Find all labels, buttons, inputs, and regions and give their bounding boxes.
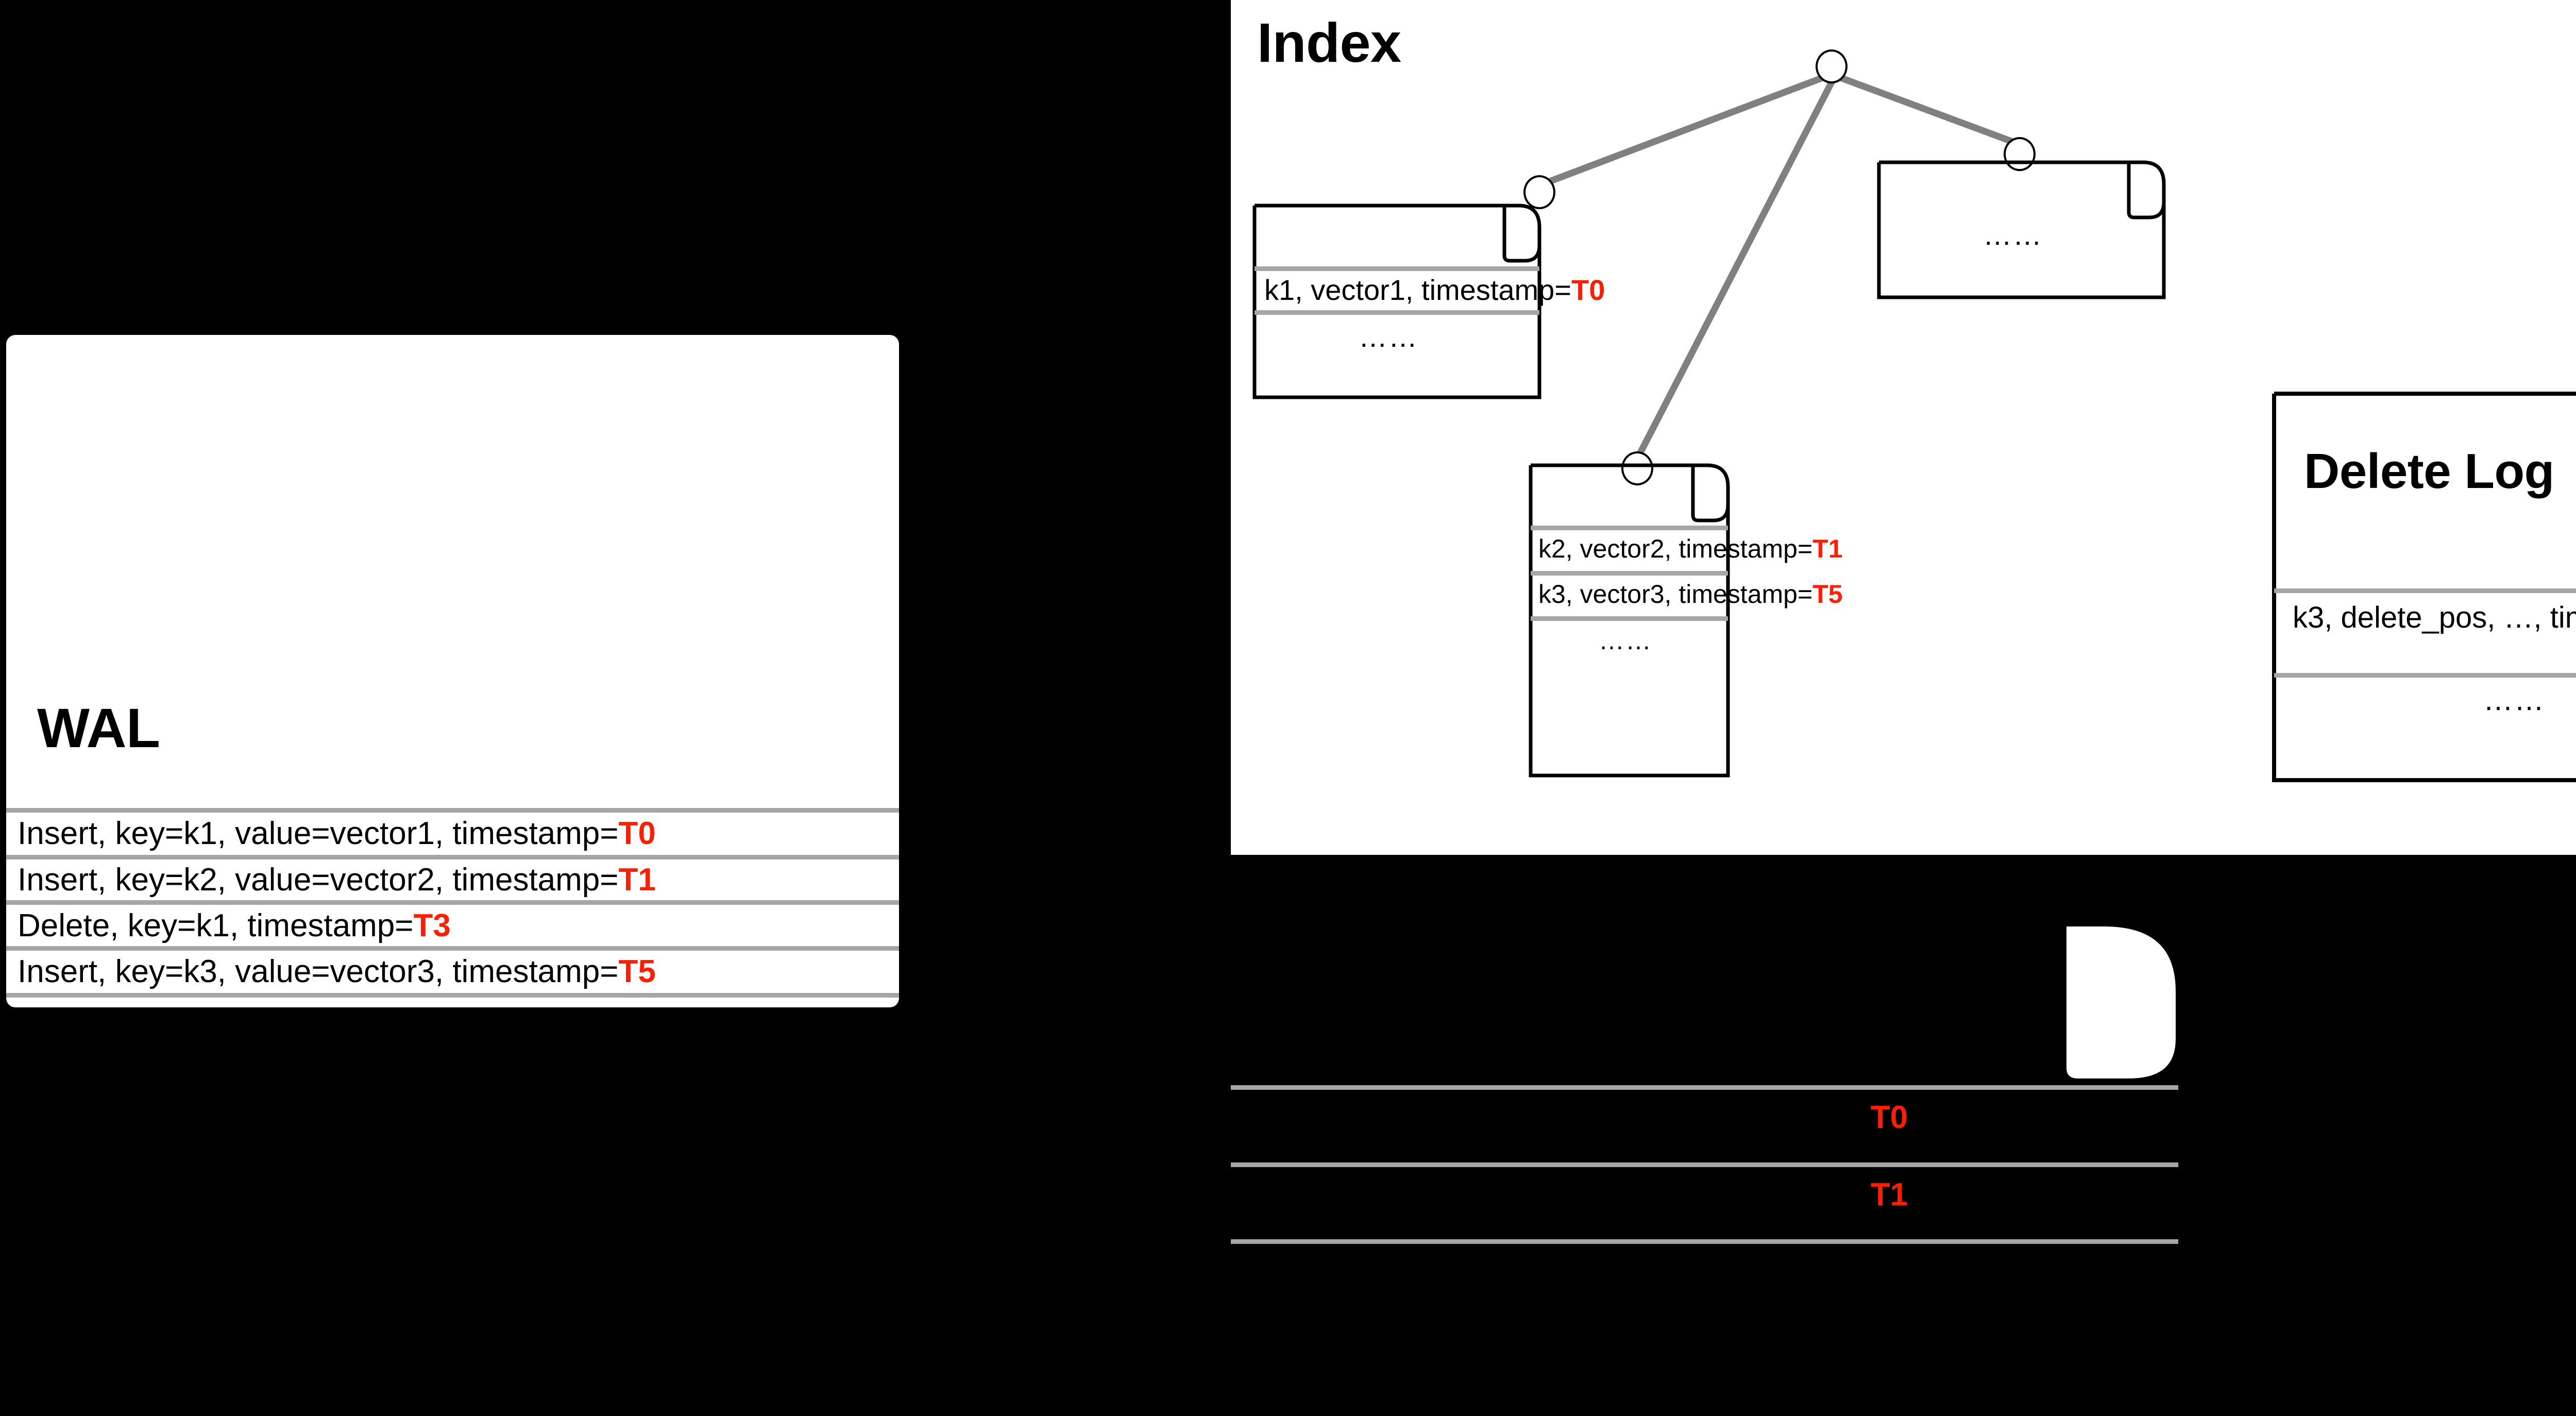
bin-log-title: Bin Log <box>1240 940 1437 1000</box>
bin-log-row: Op=Insert, execution_time=3,…,timestamp=… <box>1245 1102 1908 1134</box>
index-card-separator <box>1531 616 1728 621</box>
index-card-separator <box>1531 526 1728 530</box>
index-card-row-timestamp: T5 <box>1812 580 1843 609</box>
wal-row-text: Insert, key=k1, value=vector1, timestamp… <box>18 816 619 851</box>
index-card-row-text: k1, vector1, timestamp= <box>1264 274 1572 306</box>
index-card-separator <box>1255 310 1539 315</box>
wal-row: Insert, key=k1, value=vector1, timestamp… <box>18 818 656 850</box>
index-card-more-ellipsis: …… <box>1599 626 1652 655</box>
index-leaf-card-empty: …… <box>1877 160 2172 300</box>
delete-log-title: Delete Log <box>2304 444 2554 499</box>
bin-log-row-text: Op=Insert, execution_time=3,…,timestamp= <box>1245 1100 1871 1135</box>
wal-separator-0 <box>6 808 899 813</box>
wal-row: Insert, key=k2, value=vector2, timestamp… <box>18 864 656 896</box>
wal-panel: WAL Insert, key=k1, value=vector1, times… <box>6 335 899 1033</box>
index-leaf-card-k2-k3: k2, vector2, timestamp=T1 k3, vector3, t… <box>1529 463 1843 779</box>
delete-log-row: k3, delete_pos, …, timestamp=T3 <box>2293 603 2576 633</box>
wal-row-timestamp: T1 <box>618 862 656 898</box>
index-leaf-node-right[interactable] <box>2004 137 2036 171</box>
bin-log-row-timestamp: T1 <box>1870 1177 1908 1212</box>
wal-row-timestamp: T5 <box>618 954 656 989</box>
index-card-row: k1, vector1, timestamp=T0 <box>1264 276 1605 305</box>
index-title: Index <box>1257 11 1401 74</box>
wal-row-timestamp: T0 <box>618 816 656 851</box>
index-card-separator <box>1531 571 1728 576</box>
wal-row-text: Delete, key=k1, timestamp= <box>18 908 414 943</box>
index-leaf-node-bottom[interactable] <box>1621 451 1653 485</box>
index-leaf-node-left[interactable] <box>1523 175 1555 209</box>
delete-log-separator <box>2274 673 2576 678</box>
wal-row-text: Insert, key=k3, value=vector3, timestamp… <box>18 954 619 989</box>
delete-log-card: Delete Log k3, delete_pos, …, timestamp=… <box>2272 392 2576 784</box>
delete-log-more-ellipsis: …… <box>2483 683 2545 717</box>
index-card-row-timestamp: T0 <box>1571 274 1605 306</box>
bin-log-row-timestamp: T0 <box>1870 1100 1908 1135</box>
wal-separator-1 <box>6 855 899 859</box>
wal-title: WAL <box>37 697 160 759</box>
wal-row-text: Insert, key=k2, value=vector2, timestamp… <box>18 862 619 898</box>
index-root-node[interactable] <box>1816 49 1848 83</box>
wal-separator-4 <box>6 993 899 998</box>
bin-log-more-ellipsis: …… <box>1245 1252 1311 1287</box>
bin-log-separator <box>1231 1239 2178 1244</box>
bin-log-row: Op=Insert, execution_time=5,…,timestamp=… <box>1245 1179 1908 1211</box>
index-card-row-text: k2, vector2, timestamp= <box>1538 534 1813 563</box>
delete-log-separator <box>2274 588 2576 593</box>
bin-log-separator <box>1231 1085 2178 1090</box>
index-card-separator <box>1255 266 1539 271</box>
index-card-more-ellipsis: …… <box>1983 218 2043 251</box>
wal-row-timestamp: T3 <box>413 908 451 943</box>
wal-row: Insert, key=k3, value=vector3, timestamp… <box>18 956 656 988</box>
index-leaf-card-k1: k1, vector1, timestamp=T0 …… <box>1252 204 1605 399</box>
bin-log-row-text: Op=Insert, execution_time=5,…,timestamp= <box>1245 1177 1871 1212</box>
wal-separator-2 <box>6 900 899 905</box>
index-card-row-timestamp: T1 <box>1812 534 1843 563</box>
wal-more-ellipsis: …… <box>18 999 83 1034</box>
delete-log-row-text: k3, delete_pos, …, timestamp= <box>2293 601 2576 634</box>
wal-separator-3 <box>6 946 899 951</box>
bin-log-separator <box>1231 1162 2178 1167</box>
wal-row: Delete, key=k1, timestamp=T3 <box>18 910 451 942</box>
bin-log-card: Bin Log Op=Insert, execution_time=3,…,ti… <box>1228 921 2183 1405</box>
index-card-row: k3, vector3, timestamp=T5 <box>1538 581 1843 607</box>
index-card-more-ellipsis: …… <box>1359 321 1418 353</box>
index-card-row: k2, vector2, timestamp=T1 <box>1538 536 1843 562</box>
index-card-row-text: k3, vector3, timestamp= <box>1538 580 1813 609</box>
